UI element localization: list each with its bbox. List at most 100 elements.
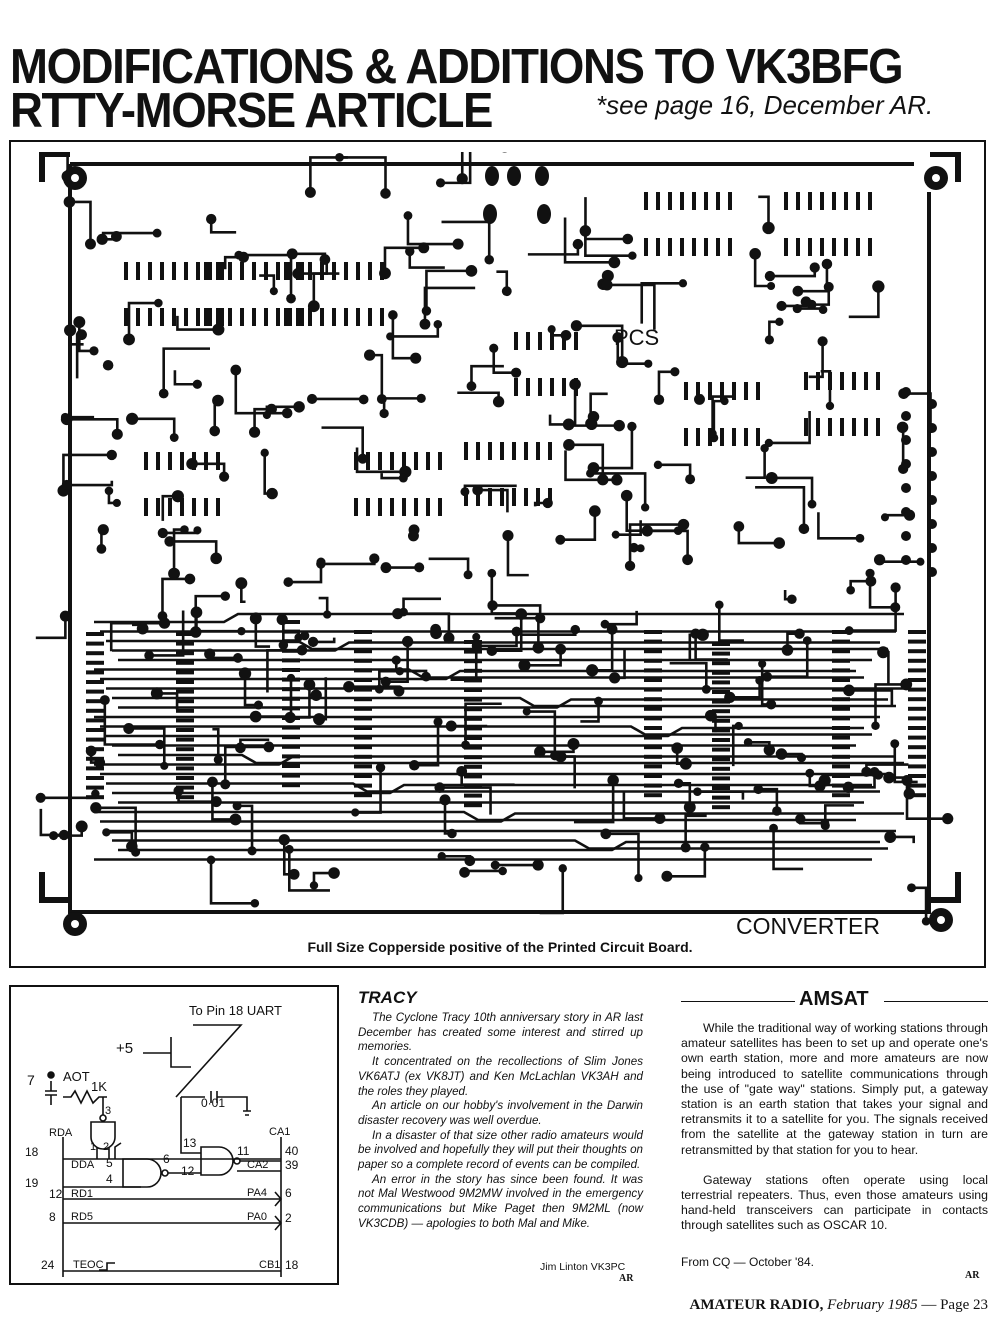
pcb-pad: [766, 699, 777, 710]
pcb-edge-pad: [927, 447, 937, 457]
to-pin-label: To Pin 18 UART: [189, 1003, 282, 1018]
pcb-edge-pad: [901, 555, 911, 565]
pcb-socket-pad: [86, 728, 104, 732]
pcb-pad: [781, 644, 794, 656]
pcb-trace: [172, 528, 185, 574]
pin-name-right-5: CB1: [259, 1259, 280, 1271]
pcb-pad: [871, 721, 880, 731]
pcb-socket-pad: [354, 649, 372, 654]
pcb-pad: [733, 521, 745, 532]
pcb-pad: [690, 628, 701, 639]
pcb-pad: [498, 866, 507, 876]
pcb-ic-pad: [708, 382, 712, 400]
pcb-pad: [685, 474, 696, 485]
pcb-pad: [601, 279, 613, 291]
pcb-socket-pad: [712, 690, 730, 694]
pcb-trace: [615, 520, 642, 536]
pcb-socket-pad: [832, 687, 850, 692]
pcb-trace: [391, 314, 416, 360]
pcb-pad: [284, 844, 294, 854]
pcb-socket-pad: [354, 745, 372, 750]
pcb-pad: [190, 606, 203, 619]
amsat-rule-left: [681, 1001, 795, 1002]
pcb-pad: [842, 781, 855, 793]
pcb-socket-pad: [832, 639, 850, 644]
pcb-trace: [355, 767, 382, 814]
pcb-ic-pad: [344, 308, 348, 326]
pcb-trace: [491, 614, 523, 652]
pcb-bus-trace: [112, 783, 872, 795]
pcb-ic-pad: [574, 332, 578, 350]
pcb-ic-pad: [124, 308, 128, 326]
pcb-ic-pad: [684, 382, 688, 400]
pcb-trace: [817, 512, 860, 540]
pcb-trace: [127, 301, 159, 340]
pcb-socket-pad: [832, 745, 850, 750]
tracy-paragraph: In a disaster of that size other radio a…: [358, 1128, 643, 1172]
pcb-ic-pad: [816, 372, 820, 390]
pcb-ic-pad: [656, 192, 660, 210]
pin-name-left-3: RD1: [71, 1188, 93, 1200]
pcb-pad: [278, 640, 289, 650]
pcb-pad: [283, 577, 294, 587]
pcb-socket-pad: [712, 718, 730, 723]
pcb-ic-pad: [300, 308, 304, 326]
cap-pin-label: 7: [27, 1072, 35, 1088]
pcb-ic-pad: [692, 238, 696, 256]
pcb-socket-pad: [86, 756, 104, 761]
pcb-pad: [123, 722, 135, 734]
pcb-socket-pad: [282, 764, 300, 768]
pcb-socket-pad: [908, 649, 926, 654]
pcb-pad: [884, 831, 897, 843]
nand-gate-3: [200, 1146, 234, 1176]
pin-name-right-2: CA2: [247, 1159, 268, 1171]
pcb-socket-pad: [176, 795, 194, 800]
pcb-pad: [588, 505, 601, 517]
pcb-socket-pad: [464, 668, 482, 673]
pcb-pad: [136, 622, 149, 635]
tracy-paragraph: The Cyclone Tracy 10th anniversary story…: [358, 1011, 643, 1054]
pcb-trace: [527, 244, 580, 256]
pcb-socket-pad: [282, 783, 300, 788]
pcb-socket-pad: [86, 641, 104, 646]
pcb-ic-pad: [816, 418, 820, 436]
pcb-trace: [425, 269, 472, 311]
pcb-pad: [445, 720, 457, 732]
pcb-pad: [682, 554, 693, 566]
pcb-pad: [843, 684, 855, 697]
pcb-pad: [471, 640, 483, 652]
pcb-trace: [128, 727, 166, 766]
pcb-ic-pad: [378, 498, 382, 516]
pcb-socket-pad: [354, 639, 372, 644]
pcb-socket-pad: [282, 620, 300, 624]
pcb-pad: [555, 643, 567, 655]
pcb-socket-pad: [464, 803, 482, 808]
pcb-bus-trace: [100, 812, 904, 823]
pcb-pad: [600, 619, 610, 629]
pin-name-left-5: TEOC: [73, 1259, 104, 1271]
pcb-ic-pad: [756, 428, 760, 446]
pcb-pad: [567, 738, 580, 751]
pcb-pad: [616, 356, 629, 369]
pcb-socket-pad: [176, 689, 194, 694]
pin-num-right-1: 40: [285, 1144, 299, 1158]
pin-num-right-5: 18: [285, 1258, 299, 1272]
pcb-pad: [73, 316, 86, 329]
pcb-pad: [855, 533, 865, 543]
pcb-pad: [414, 562, 425, 573]
pcb-ic-pad: [390, 498, 394, 516]
pcb-pad: [608, 256, 621, 269]
pcb-ic-pad: [380, 308, 384, 326]
pcb-socket-pad: [908, 745, 926, 750]
pcb-socket-pad: [86, 660, 104, 665]
pcb-pad: [487, 600, 498, 611]
pcb-ic-pad: [308, 262, 312, 280]
pcb-pad: [846, 585, 855, 595]
pcb-socket-pad: [908, 630, 926, 634]
pcb-ic-pad: [390, 452, 394, 470]
pcb-pad: [942, 813, 954, 825]
pcb-trace: [173, 370, 198, 386]
pcb-socket-pad: [644, 649, 662, 654]
pcb-ic-pad: [512, 488, 516, 506]
pcb-ic-pad: [354, 452, 358, 470]
